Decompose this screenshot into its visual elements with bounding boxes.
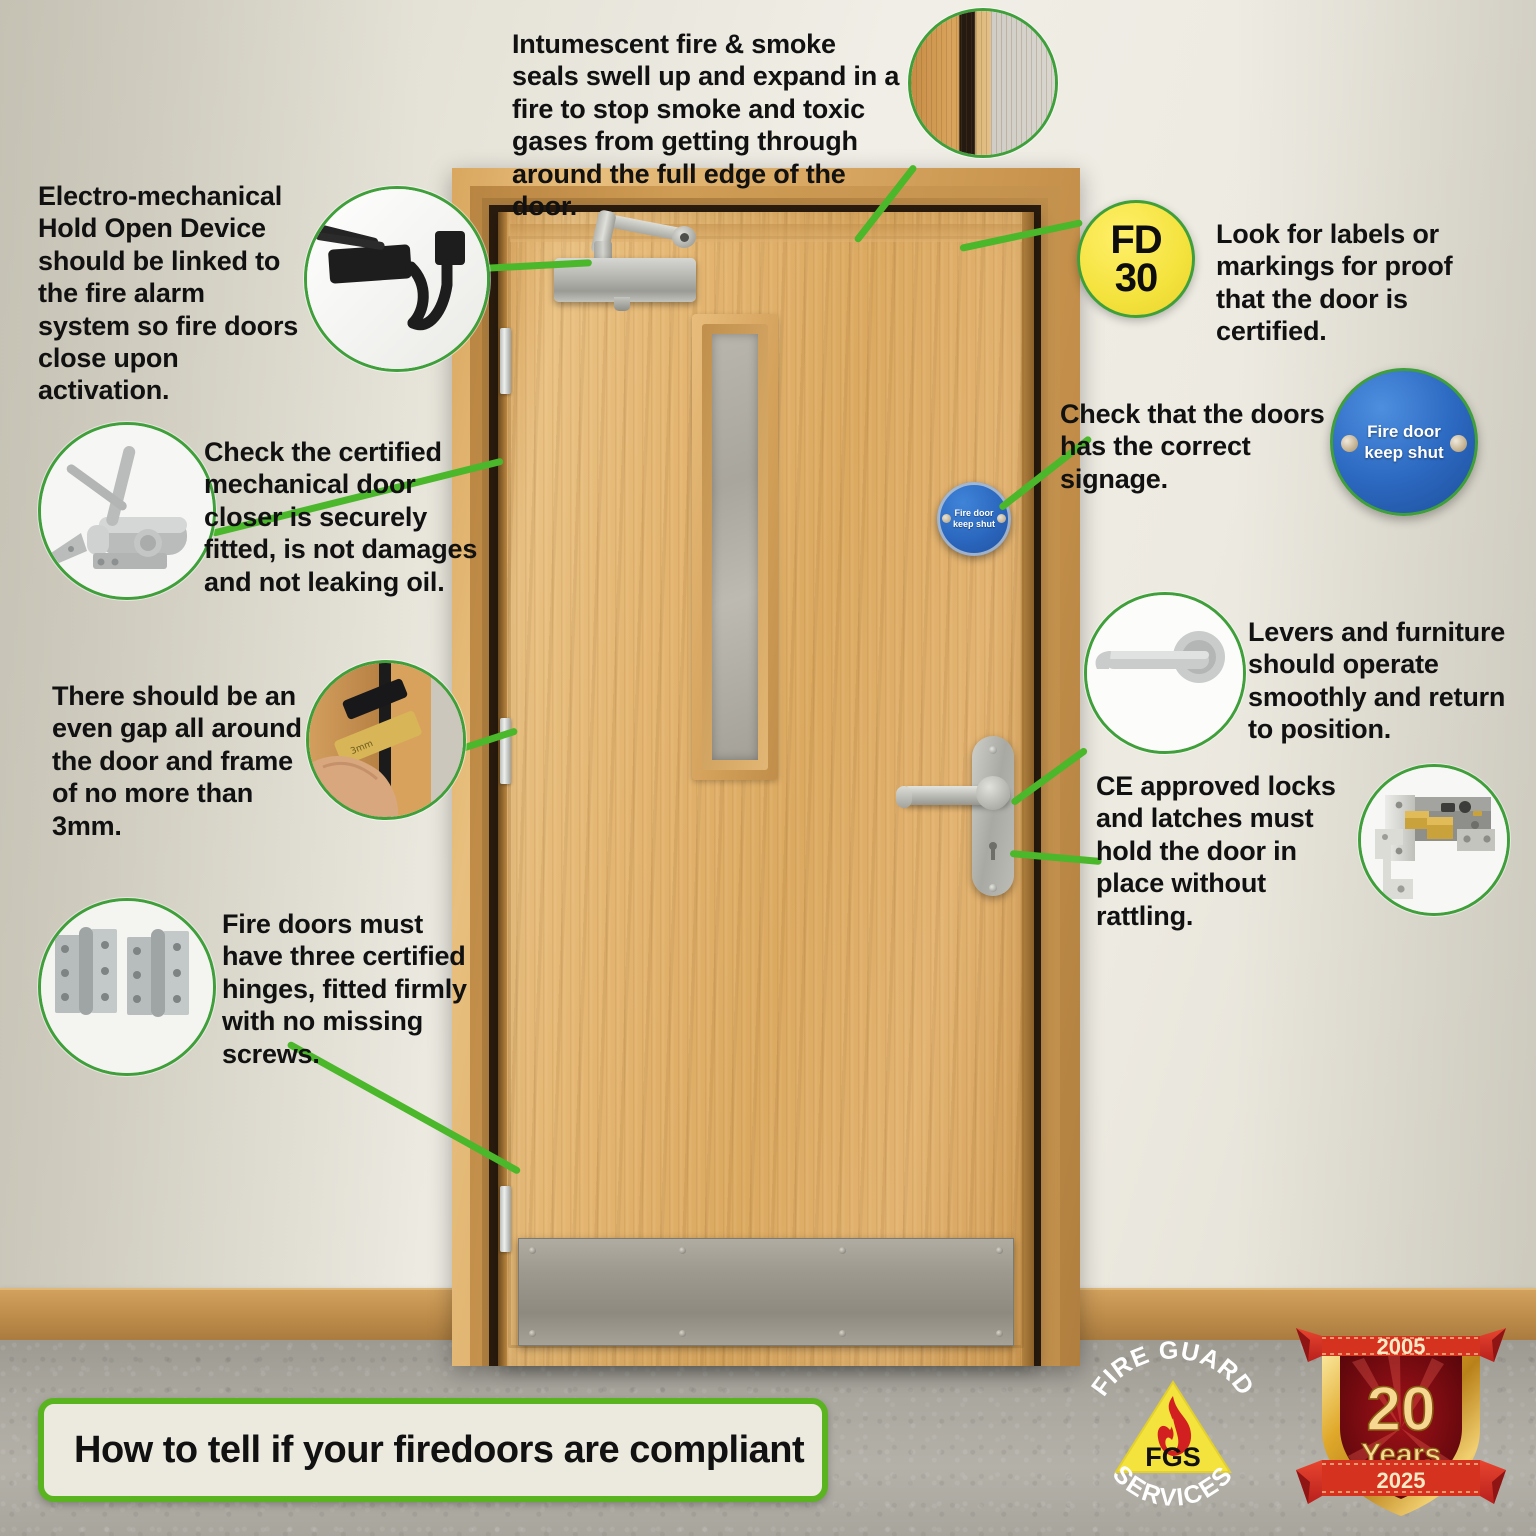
callout-hold-open-image (304, 186, 490, 372)
door-hinge-top (500, 328, 511, 394)
callout-gap-image: 3mm (306, 660, 466, 820)
callout-signage-image: Fire door keep shut (1330, 368, 1478, 516)
big-sign-line-2: keep shut (1364, 443, 1444, 462)
backplate-screw-bottom-icon (989, 884, 997, 892)
callout-signage-text: Check that the doors has the correct sig… (1060, 399, 1325, 494)
sign-screw-left-icon (942, 514, 951, 523)
callout-locks-image (1358, 764, 1510, 916)
callout-locks-text: CE approved locks and latches must hold … (1096, 771, 1336, 931)
door-lever-handle-tip (896, 786, 912, 808)
kick-plate (518, 1238, 1014, 1346)
door-closer-shoe-pivot (680, 233, 689, 242)
door-closer-icon (41, 425, 213, 597)
door-top-rail (510, 224, 1022, 242)
fd30-certification-badge: FD 30 (1077, 200, 1195, 318)
fire-guard-services-logo: FIRE GUARD FGS SERVICES (1078, 1330, 1268, 1530)
vision-panel-glass (712, 334, 758, 760)
big-sign-line-1: Fire door (1367, 422, 1441, 441)
intumescent-seal-closeup-icon (911, 11, 1055, 155)
callout-closer-image (38, 422, 216, 600)
gap-gauge-icon: 3mm (309, 663, 463, 817)
door-closer-adjuster (614, 297, 630, 311)
callout-hinges-image (38, 898, 216, 1076)
callout-seals-text: Intumescent fire & smoke seals swell up … (512, 29, 900, 221)
big-sign-screw-left-icon (1341, 435, 1358, 452)
bottom-title-banner: How to tell if your firedoors are compli… (38, 1398, 828, 1502)
door-sign-line-1: Fire door (954, 508, 994, 518)
callout-seals-image (908, 8, 1058, 158)
callout-certification-text: Look for labels or markings for proof th… (1216, 219, 1453, 347)
anniversary-year-from-text: 2005 (1377, 1334, 1426, 1359)
door-sign-line-2: keep shut (952, 519, 995, 529)
anniversary-badge: 20 Years 2005 2025 (1292, 1318, 1510, 1528)
callout-closer-text: Check the certified mechanical door clos… (204, 437, 478, 597)
callout-levers-image (1084, 592, 1246, 754)
door-hinge-middle (500, 718, 511, 784)
door-mounted-fire-door-sign: Fire door keep shut (937, 482, 1011, 556)
fd30-badge-line-2: 30 (1114, 256, 1158, 300)
mortice-lock-icon (1361, 767, 1507, 913)
anniversary-number-text: 20 (1367, 1375, 1436, 1444)
backplate-screw-top-icon (989, 746, 997, 754)
wall-shading-right (1236, 0, 1536, 1300)
callout-hinges-text: Fire doors must have three certified hin… (222, 909, 467, 1069)
hinges-icon (41, 901, 213, 1073)
page-title: How to tell if your firedoors are compli… (74, 1428, 805, 1471)
sign-screw-right-icon (997, 514, 1006, 523)
keyhole-icon (986, 842, 1000, 862)
lever-handle-icon (1087, 595, 1243, 751)
hold-open-device-icon (307, 189, 487, 369)
door-lever-rose (976, 776, 1010, 810)
fd30-badge-line-1: FD (1110, 218, 1162, 262)
callout-gap-text: There should be an even gap all around t… (52, 681, 302, 841)
lock-backplate (972, 736, 1014, 896)
big-sign-screw-right-icon (1450, 435, 1467, 452)
anniversary-year-to-text: 2025 (1377, 1468, 1426, 1493)
door-hinge-edge (498, 212, 507, 1366)
callout-hold-open-text: Electro-mechanical Hold Open Device shou… (38, 181, 299, 406)
fgs-monogram-text: FGS (1145, 1442, 1201, 1472)
door-hinge-bottom (500, 1186, 511, 1252)
callout-levers-text: Levers and furniture should operate smoo… (1248, 617, 1506, 745)
